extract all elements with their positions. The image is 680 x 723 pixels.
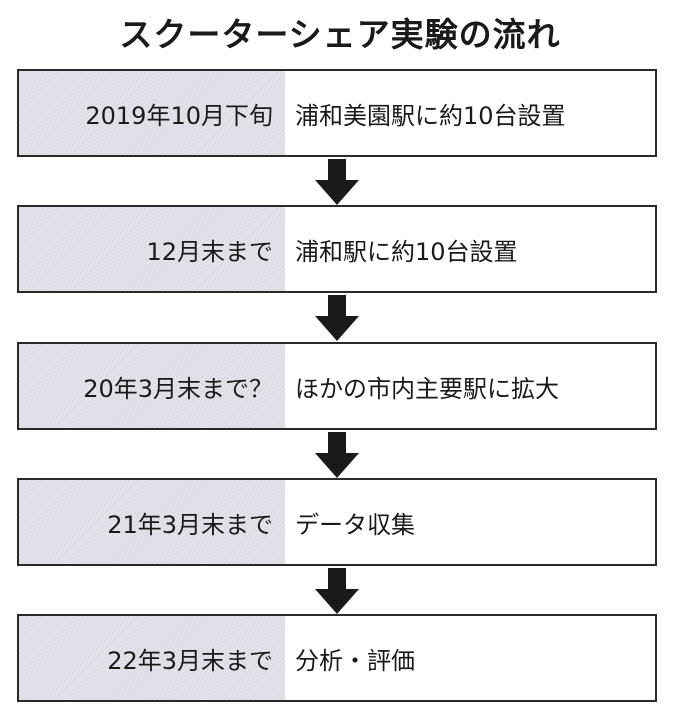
arrow-down-icon: [315, 568, 359, 614]
step-2-action: 浦和駅に約10台設置: [295, 237, 518, 266]
flow-step-2: 12月末まで 浦和駅に約10台設置: [17, 205, 657, 293]
arrow-down-icon: [315, 159, 359, 205]
step-4-action: データ収集: [295, 510, 415, 539]
step-1-action: 浦和美園駅に約10台設置: [295, 101, 566, 130]
step-3-action: ほかの市内主要駅に拡大: [295, 374, 559, 403]
step-5-action: 分析・評価: [295, 646, 415, 675]
step-4-time: 21年3月末まで: [19, 480, 285, 564]
flow-step-1: 2019年10月下旬 浦和美園駅に約10台設置: [17, 69, 657, 157]
flow-step-3: 20年3月末まで？ ほかの市内主要駅に拡大: [17, 342, 657, 430]
flow-step-4: 21年3月末まで データ収集: [17, 478, 657, 566]
step-3-time: 20年3月末まで？: [19, 344, 285, 428]
flow-step-5: 22年3月末まで 分析・評価: [17, 614, 657, 702]
arrow-down-icon: [315, 432, 359, 478]
step-5-time: 22年3月末まで: [19, 616, 285, 700]
step-1-time: 2019年10月下旬: [19, 71, 285, 155]
arrow-down-icon: [315, 295, 359, 341]
diagram-title: スクーターシェア実験の流れ: [119, 15, 561, 54]
step-2-time: 12月末まで: [19, 207, 285, 291]
